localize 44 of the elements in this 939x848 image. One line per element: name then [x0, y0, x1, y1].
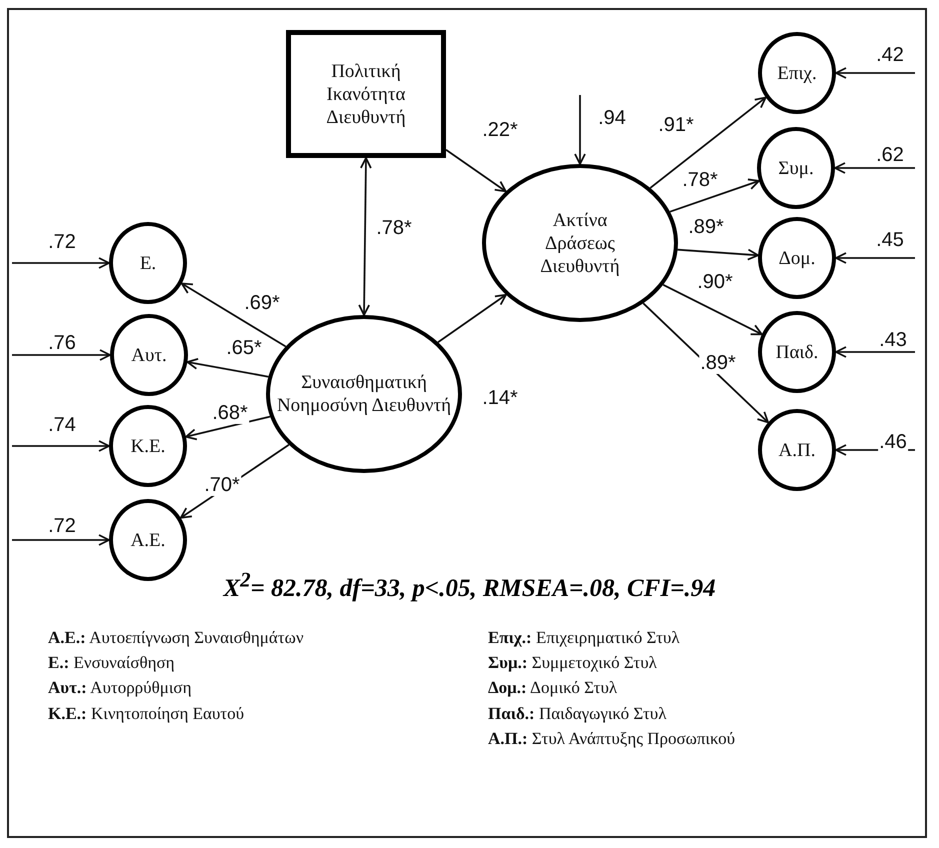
node-label: Κ.Ε. — [130, 434, 166, 458]
arrow — [445, 148, 507, 192]
observed-variable-box — [286, 30, 446, 158]
edge-label: .46 — [878, 431, 908, 453]
node-label: Πολιτική Ικανότητα Διευθυντή — [325, 60, 407, 128]
arrow — [12, 534, 110, 546]
arrow — [180, 282, 286, 348]
abbreviation-note: Α.Ε.: Αυτοεπίγνωση Συναισθημάτων — [48, 628, 304, 648]
abbreviation-note: Παιδ.: Παιδαγωγικό Στυλ — [488, 704, 666, 724]
node-label: Δομ. — [778, 246, 816, 270]
node-label: Α.Ε. — [130, 528, 166, 552]
abbreviation-note: Συμ.: Συμμετοχικό Στυλ — [488, 653, 657, 673]
node-label: Ακτίνα Δράσεως Διευθυντή — [539, 208, 621, 278]
node-label: Συναισθηματική Νοημοσύνη Διευθυντή — [276, 371, 452, 417]
arrow — [678, 248, 759, 260]
edge-label: .70* — [203, 474, 241, 496]
node-label: Επιχ. — [777, 62, 817, 84]
abbreviation-note: Αυτ.: Αυτορρύθμιση — [48, 678, 192, 698]
abbreviation-note: Ε.: Ενσυναίσθηση — [48, 653, 175, 673]
abbreviation-note: Κ.Ε.: Κινητοποίηση Εαυτού — [48, 704, 244, 724]
arrow — [12, 440, 110, 452]
node-label: Α.Π. — [778, 438, 816, 462]
arrow — [186, 358, 269, 378]
arrow — [574, 95, 586, 165]
arrow — [835, 346, 915, 358]
arrow — [834, 162, 915, 174]
node-label: Παιδ. — [776, 340, 818, 364]
arrow — [835, 67, 915, 79]
edge-label: .89* — [699, 352, 737, 374]
node-label: Συμ. — [778, 156, 814, 180]
node-label: Αυτ. — [131, 344, 167, 366]
arrow — [358, 157, 372, 316]
arrow — [670, 178, 760, 213]
abbreviation-note: Επιχ.: Επιχειρηματικό Στυλ — [488, 628, 680, 648]
fit-statistics-caption: X$^{2}$= 82.78, df=33, p<.05, RMSEA=.08, CFI=.94 — [223, 575, 716, 602]
arrow — [12, 349, 111, 361]
arrow — [12, 257, 110, 269]
arrow — [662, 284, 763, 336]
node-label: Ε. — [140, 252, 156, 274]
edge-label: .68* — [211, 402, 249, 424]
arrow — [835, 252, 915, 264]
abbreviation-note: Α.Π.: Στυλ Ανάπτυξης Προσωπικού — [488, 729, 736, 749]
abbreviation-note: Δομ.: Δομικό Στυλ — [488, 678, 618, 698]
arrow — [185, 416, 270, 440]
